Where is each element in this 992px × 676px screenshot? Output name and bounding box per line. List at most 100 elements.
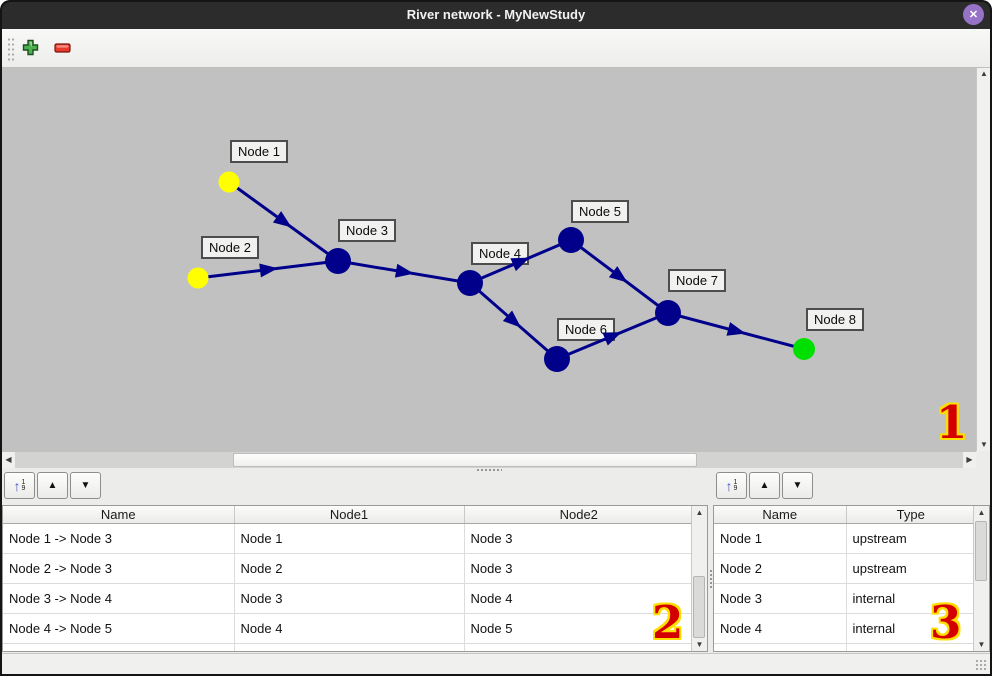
links-moveup-button[interactable]: ▲ [37, 472, 68, 499]
scroll-up-button[interactable]: ▲ [977, 67, 991, 80]
table-cell[interactable]: Node 1 -> Node 3 [3, 523, 235, 554]
column-header[interactable]: Name [714, 506, 847, 524]
table-cell[interactable]: Node 4 [714, 613, 847, 644]
canvas-vscrollbar[interactable]: ▲ ▼ [976, 67, 991, 451]
network-node[interactable] [793, 338, 815, 360]
network-node[interactable] [218, 171, 240, 193]
node-label[interactable]: Node 7 [668, 269, 726, 292]
table-cell[interactable]: internal [846, 583, 975, 614]
column-header[interactable]: Type [846, 506, 975, 524]
network-node[interactable] [558, 227, 584, 253]
arrow-up-icon: ▲ [977, 507, 986, 517]
table-cell[interactable]: Node 1 [714, 523, 847, 554]
scroll-down-button[interactable]: ▼ [977, 438, 991, 451]
node-label[interactable]: Node 4 [471, 242, 529, 265]
scroll-right-button[interactable]: ▶ [963, 452, 976, 468]
table-cell[interactable]: Node 4 [234, 613, 465, 644]
nodes-moveup-button[interactable]: ▲ [749, 472, 780, 499]
table-cell[interactable]: Node 1 [234, 523, 465, 554]
up-triangle-icon: ▲ [47, 480, 58, 491]
table-cell[interactable]: Node 3 [714, 583, 847, 614]
up-triangle-icon: ▲ [759, 480, 770, 491]
table-cell[interactable]: upstream [846, 523, 975, 554]
node-label[interactable]: Node 6 [557, 318, 615, 341]
down-triangle-icon: ▼ [80, 480, 91, 491]
scroll-left-button[interactable]: ◀ [2, 452, 15, 468]
resize-grip[interactable] [975, 659, 988, 672]
edge-arrow-icon [259, 263, 278, 278]
tables-splitter[interactable] [708, 505, 713, 652]
node-label[interactable]: Node 8 [806, 308, 864, 331]
network-node[interactable] [655, 300, 681, 326]
scroll-down-button[interactable]: ▼ [974, 638, 989, 651]
toolbar-drag-handle[interactable] [7, 37, 15, 61]
table-cell[interactable]: Node 4 -> Node 5 [3, 613, 235, 644]
vscroll-thumb[interactable] [693, 576, 705, 638]
edge-arrow-icon [502, 310, 522, 328]
scroll-up-button[interactable]: ▲ [974, 506, 989, 519]
edge-arrow-icon [608, 266, 628, 283]
add-node-button[interactable] [22, 39, 39, 56]
table-cell[interactable]: Node 2 [714, 553, 847, 584]
node-label[interactable]: Node 5 [571, 200, 629, 223]
column-header[interactable]: Name [3, 506, 235, 524]
empty-row [3, 643, 693, 651]
down-triangle-icon: ▼ [792, 480, 803, 491]
column-header[interactable]: Node1 [234, 506, 465, 524]
table-cell[interactable]: Node 3 [464, 553, 693, 584]
table-cell[interactable]: Node 2 [234, 553, 465, 584]
splitter-handle-icon [708, 568, 713, 589]
table-cell[interactable]: Node 3 [234, 583, 465, 614]
network-node[interactable] [457, 270, 483, 296]
titlebar[interactable]: River network - MyNewStudy ✕ [0, 0, 992, 29]
node-label[interactable]: Node 3 [338, 219, 396, 242]
links-movedown-button[interactable]: ▼ [70, 472, 101, 499]
canvas-hscrollbar[interactable]: ◀ ▶ [2, 451, 976, 468]
pane-splitter[interactable] [2, 467, 976, 473]
network-canvas[interactable]: Node 1 Node 2 Node 3 Node 4 Node 5 Node 6 Node… [2, 67, 976, 451]
node-labels: Node 1 Node 2 Node 3 Node 4 Node 5 Node 6 Node… [2, 67, 976, 451]
column-header[interactable]: Node2 [464, 506, 693, 524]
network-node[interactable] [325, 248, 351, 274]
network-node[interactable] [544, 346, 570, 372]
table-cell[interactable]: Node 2 -> Node 3 [3, 553, 235, 584]
network-node[interactable] [187, 267, 209, 289]
nodes-table-scrollbar[interactable]: ▲ ▼ [973, 506, 989, 651]
remove-node-button[interactable] [54, 43, 71, 53]
edge-arrow-icon [726, 322, 746, 336]
table-cell[interactable]: Node 5 [464, 613, 693, 644]
scroll-up-button[interactable]: ▲ [692, 506, 707, 519]
arrow-right-icon: ▶ [966, 455, 973, 464]
arrow-down-icon: ▼ [977, 639, 986, 649]
node-label[interactable]: Node 1 [230, 140, 288, 163]
nodes-movedown-button[interactable]: ▼ [782, 472, 813, 499]
table-cell[interactable]: upstream [846, 553, 975, 584]
table-cell[interactable]: internal [846, 613, 975, 644]
close-button[interactable]: ✕ [963, 4, 984, 25]
network-svg [187, 171, 815, 372]
hscroll-thumb[interactable] [233, 453, 697, 467]
splitter-handle-icon [476, 468, 502, 472]
vscroll-thumb[interactable] [975, 521, 987, 581]
node-label[interactable]: Node 2 [201, 236, 259, 259]
links-table-scrollbar[interactable]: ▲ ▼ [691, 506, 707, 651]
table-cell[interactable]: Node 3 -> Node 4 [3, 583, 235, 614]
scroll-down-button[interactable]: ▼ [692, 638, 707, 651]
table-cell[interactable]: Node 4 [464, 583, 693, 614]
table-cell[interactable]: Node 3 [464, 523, 693, 554]
